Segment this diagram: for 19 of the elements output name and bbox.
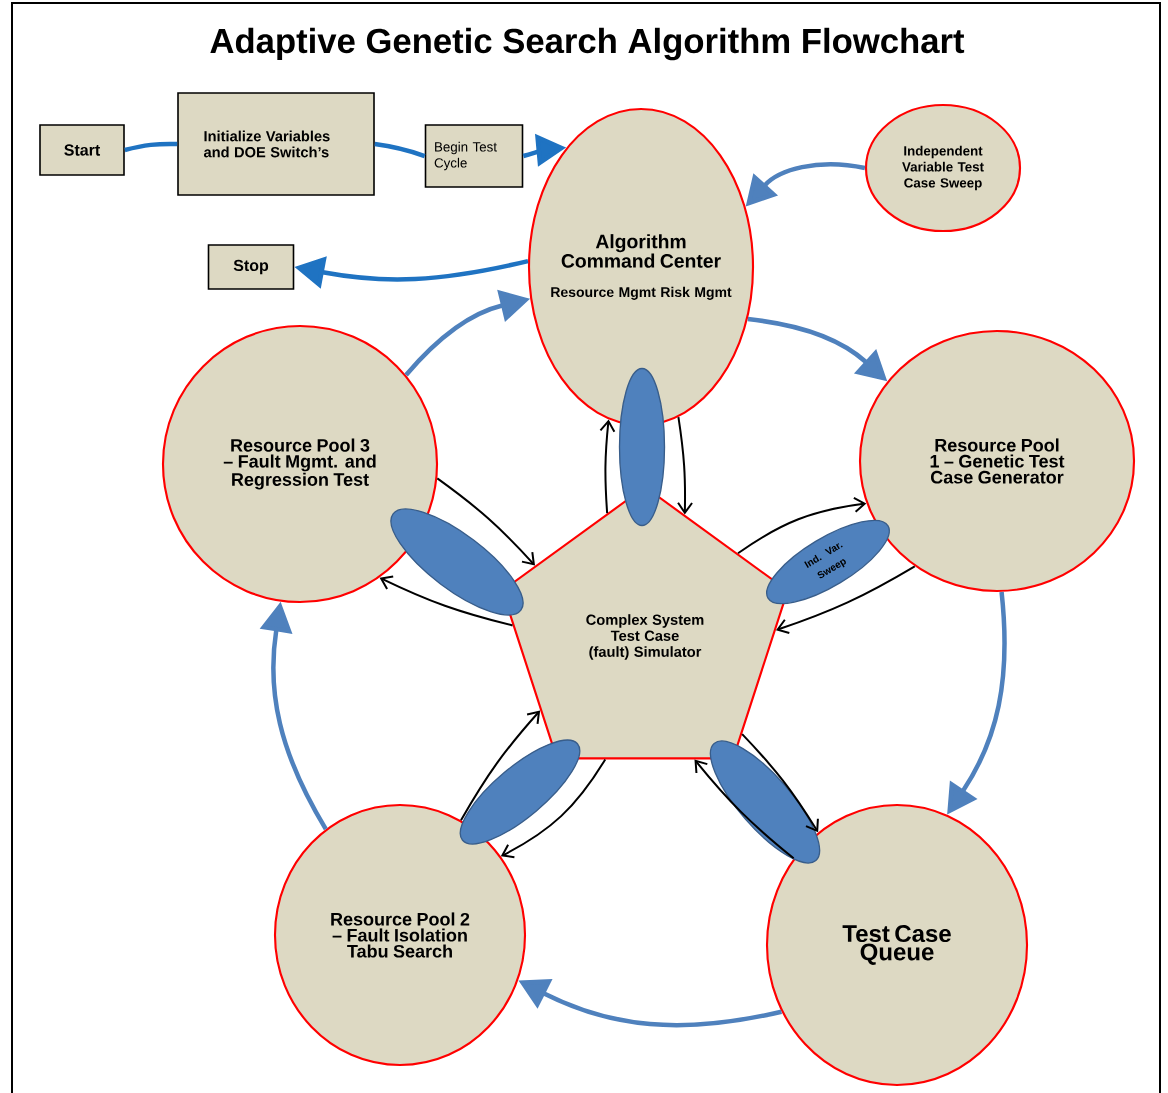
simulator-pentagon: Complex System Test Case (fault) Simulator (501, 485, 789, 760)
arrow (436, 477, 536, 566)
title: Adaptive Genetic Search Algorithm Flowchart (210, 27, 965, 61)
arrow (500, 758, 607, 859)
arrow (741, 733, 819, 833)
arrow (677, 416, 694, 515)
connector-line (124, 141, 178, 153)
start-box: Start (39, 124, 125, 176)
connector-line (374, 141, 426, 159)
process-box: Begin Test Cycle (424, 124, 524, 188)
arrow (737, 497, 867, 555)
stop-box: Stop (207, 244, 295, 290)
arrow (460, 710, 541, 822)
arrow (775, 565, 916, 634)
process-box: Initialize Variables and DOE Switch’s (177, 92, 375, 196)
arrow (694, 759, 795, 860)
connector-ellipse (618, 367, 666, 527)
arrow (599, 419, 616, 515)
arrow (379, 575, 514, 627)
